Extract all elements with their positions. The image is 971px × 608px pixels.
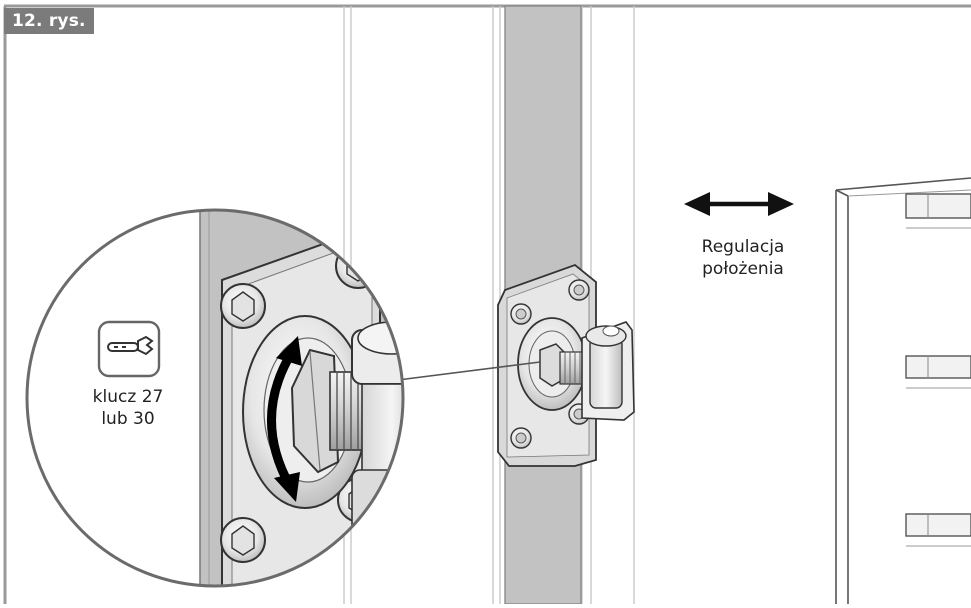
hinge-assembly bbox=[497, 263, 635, 467]
adjustment-label-line2: położenia bbox=[702, 259, 784, 279]
plate-bolt bbox=[510, 427, 532, 449]
zoomed-bolt bbox=[335, 243, 381, 289]
outer-frame bbox=[3, 4, 971, 604]
tool-label-line2: lub 30 bbox=[101, 409, 155, 429]
tool-label-line1: klucz 27 bbox=[92, 387, 164, 407]
double-arrow-icon bbox=[684, 192, 794, 216]
leader-line bbox=[389, 361, 541, 382]
plate-bolt bbox=[510, 303, 532, 325]
gate-slat bbox=[905, 355, 971, 389]
zoomed-bolt bbox=[220, 283, 266, 329]
gate-slat bbox=[905, 193, 971, 229]
hinge-barrel bbox=[589, 337, 623, 409]
wrench-icon bbox=[97, 320, 161, 378]
gate-slat bbox=[905, 513, 971, 547]
zoomed-bolt bbox=[220, 517, 266, 563]
tool-label: klucz 27 lub 30 bbox=[78, 386, 178, 430]
figure-label: 12. rys. bbox=[4, 8, 94, 34]
adjustment-label-line1: Regulacja bbox=[701, 237, 785, 257]
curved-double-arrow-icon bbox=[267, 336, 302, 502]
gate-leaf bbox=[835, 177, 971, 604]
plate-bolt bbox=[568, 279, 590, 301]
adjustment-label: Regulacja położenia bbox=[678, 236, 808, 280]
